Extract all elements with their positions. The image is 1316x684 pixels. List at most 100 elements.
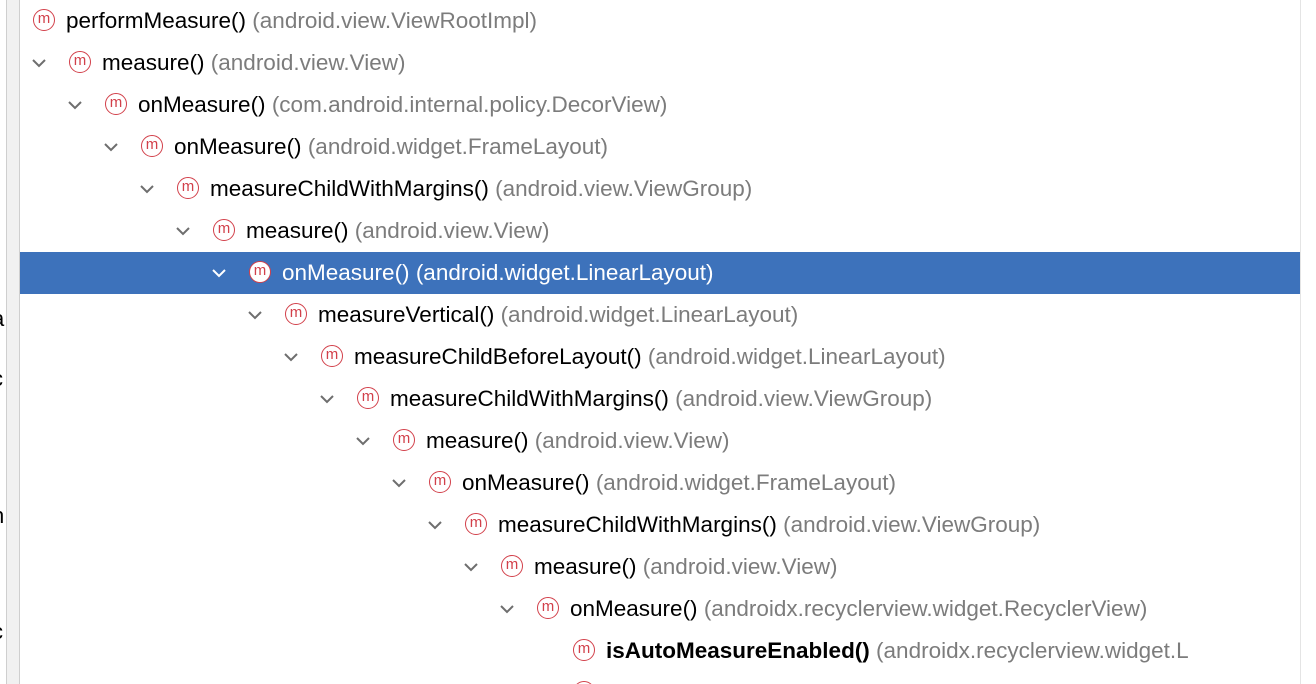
tree-row-label: isAutoMeasureEnabled() (androidx.recycle… <box>606 630 1189 672</box>
class-name: (android.view.View) <box>528 428 730 453</box>
method-name: isAutoMeasureEnabled() <box>606 638 870 663</box>
method-name: measure() <box>426 428 529 453</box>
class-name: (androidx.recyclerview.widget.L <box>869 638 1189 663</box>
method-name: onMeasure() <box>570 596 698 621</box>
chevron-down-icon[interactable] <box>247 294 265 336</box>
method-icon: m <box>357 387 379 409</box>
class-name: (android.view.View) <box>204 50 406 75</box>
chevron-down-icon[interactable] <box>427 504 445 546</box>
tree-row-label: measureChildWithMargins() (android.view.… <box>498 504 1040 546</box>
tree-row-label: measureVertical() (android.widget.Linear… <box>318 294 798 336</box>
chevron-down-icon[interactable] <box>211 252 229 294</box>
chevron-down-icon[interactable] <box>463 546 481 588</box>
method-name: measure() <box>246 218 349 243</box>
chevron-down-icon[interactable] <box>283 336 301 378</box>
tree-row-label: onMeasure() (android.widget.FrameLayout) <box>174 126 608 168</box>
class-name: (com.android.internal.policy.DecorView) <box>265 92 668 117</box>
class-name: (android.view.View) <box>348 218 550 243</box>
tree-row[interactable]: m onMeasure() (android.widget.FrameLayout… <box>20 462 1300 504</box>
method-icon: m <box>573 639 595 661</box>
tree-row[interactable]: m onMeasure() (android.widget.FrameLayout… <box>20 126 1300 168</box>
class-name: (android.view.ViewGroup) <box>668 386 933 411</box>
tree-row-label: measure() (android.view.View) <box>246 210 549 252</box>
method-name: onMeasure() <box>462 470 590 495</box>
chevron-down-icon[interactable] <box>391 462 409 504</box>
class-name: (android.widget.LinearLayout) <box>494 302 799 327</box>
tree-row[interactable]: m measureChildWithMargins() (android.view… <box>20 168 1300 210</box>
chevron-down-icon[interactable] <box>319 378 337 420</box>
method-icon: m <box>33 9 55 31</box>
tree-row[interactable]: m onMeasure() (androidx.recyclerview.widg… <box>20 588 1300 630</box>
method-icon: m <box>285 303 307 325</box>
method-icon: m <box>213 219 235 241</box>
chevron-down-icon[interactable] <box>355 420 373 462</box>
method-icon: m <box>249 261 271 283</box>
tree-row[interactable]: m performMeasure() (android.view.ViewRoot… <box>20 0 1300 42</box>
class-name: (androidx.recyclerview.widget.RecyclerVi… <box>697 596 1148 621</box>
class-name: (android.view.View) <box>636 554 838 579</box>
method-name: measure() <box>102 50 205 75</box>
panel-splitter[interactable] <box>6 0 20 684</box>
tree-row-label: measureChildWithMargins() (android.view.… <box>210 168 752 210</box>
method-name: measureChildWithMargins() <box>390 386 669 411</box>
tree-row[interactable]: m measure() (android.view.View) <box>20 420 1300 462</box>
method-icon: m <box>465 513 487 535</box>
tree-row-label: onMeasure() (com.android.internal.policy… <box>138 84 667 126</box>
method-icon: m <box>177 177 199 199</box>
tree-row-label: onMeasure() (android.widget.FrameLayout) <box>462 462 896 504</box>
left-panel-text-fragment: a <box>0 306 4 332</box>
class-name: (android.view.ViewRootImpl) <box>246 8 538 33</box>
chevron-down-icon[interactable] <box>175 210 193 252</box>
method-name: onMeasure() <box>282 260 410 285</box>
tree-row-label: measure() (android.view.View) <box>102 42 405 84</box>
method-name: measure() <box>534 554 637 579</box>
left-panel-text-fragment: c <box>0 619 3 645</box>
method-name: measureChildWithMargins() <box>498 512 777 537</box>
method-icon: m <box>429 471 451 493</box>
tree-row[interactable]: m measure() (android.view.View) <box>20 546 1300 588</box>
tree-row[interactable]: m measureChildBeforeLayout() (android.wid… <box>20 336 1300 378</box>
left-panel-edge: acn.c <box>0 0 6 684</box>
tree-row[interactable]: m measureChildWithMargins() (android.view… <box>20 378 1300 420</box>
tree-row[interactable]: m measureVertical() (android.widget.Linea… <box>20 294 1300 336</box>
tree-row[interactable]: m onMeasure() (com.android.internal.polic… <box>20 84 1300 126</box>
method-name: measureChildBeforeLayout() <box>354 344 642 369</box>
left-panel-text-fragment: c <box>0 366 3 392</box>
method-icon: m <box>69 51 91 73</box>
method-name: performMeasure() <box>66 8 247 33</box>
tree-row[interactable]: m <box>20 672 1300 684</box>
tree-row-label: measureChildBeforeLayout() (android.widg… <box>354 336 946 378</box>
tree-row[interactable]: m isAutoMeasureEnabled() (androidx.recycl… <box>20 630 1300 672</box>
tree-row-label: measure() (android.view.View) <box>426 420 729 462</box>
method-icon: m <box>501 555 523 577</box>
chevron-down-icon[interactable] <box>67 84 85 126</box>
call-hierarchy-tree[interactable]: m performMeasure() (android.view.ViewRoot… <box>20 0 1300 684</box>
class-name: (android.widget.LinearLayout) <box>409 260 714 285</box>
right-border <box>1300 0 1301 684</box>
method-name: onMeasure() <box>174 134 302 159</box>
tree-row[interactable]: m onMeasure() (android.widget.LinearLayou… <box>20 252 1300 294</box>
tree-row[interactable]: m measure() (android.view.View) <box>20 210 1300 252</box>
tree-row[interactable]: m measureChildWithMargins() (android.view… <box>20 504 1300 546</box>
left-panel-text-fragment: n <box>0 503 4 529</box>
tree-row-label: measureChildWithMargins() (android.view.… <box>390 378 932 420</box>
tree-row-label: onMeasure() (android.widget.LinearLayout… <box>282 252 714 294</box>
method-icon: m <box>393 429 415 451</box>
method-icon: m <box>321 345 343 367</box>
method-icon: m <box>105 93 127 115</box>
class-name: (android.widget.FrameLayout) <box>589 470 896 495</box>
chevron-down-icon[interactable] <box>499 588 517 630</box>
tree-row[interactable]: m measure() (android.view.View) <box>20 42 1300 84</box>
tree-row-label: performMeasure() (android.view.ViewRootI… <box>66 0 537 42</box>
chevron-down-icon[interactable] <box>139 168 157 210</box>
method-icon: m <box>537 597 559 619</box>
class-name: (android.view.ViewGroup) <box>488 176 753 201</box>
method-name: measureChildWithMargins() <box>210 176 489 201</box>
chevron-down-icon[interactable] <box>103 126 121 168</box>
method-icon: m <box>141 135 163 157</box>
chevron-down-icon[interactable] <box>31 42 49 84</box>
tree-row-label: measure() (android.view.View) <box>534 546 837 588</box>
method-name: onMeasure() <box>138 92 266 117</box>
class-name: (android.widget.FrameLayout) <box>301 134 608 159</box>
class-name: (android.widget.LinearLayout) <box>641 344 946 369</box>
